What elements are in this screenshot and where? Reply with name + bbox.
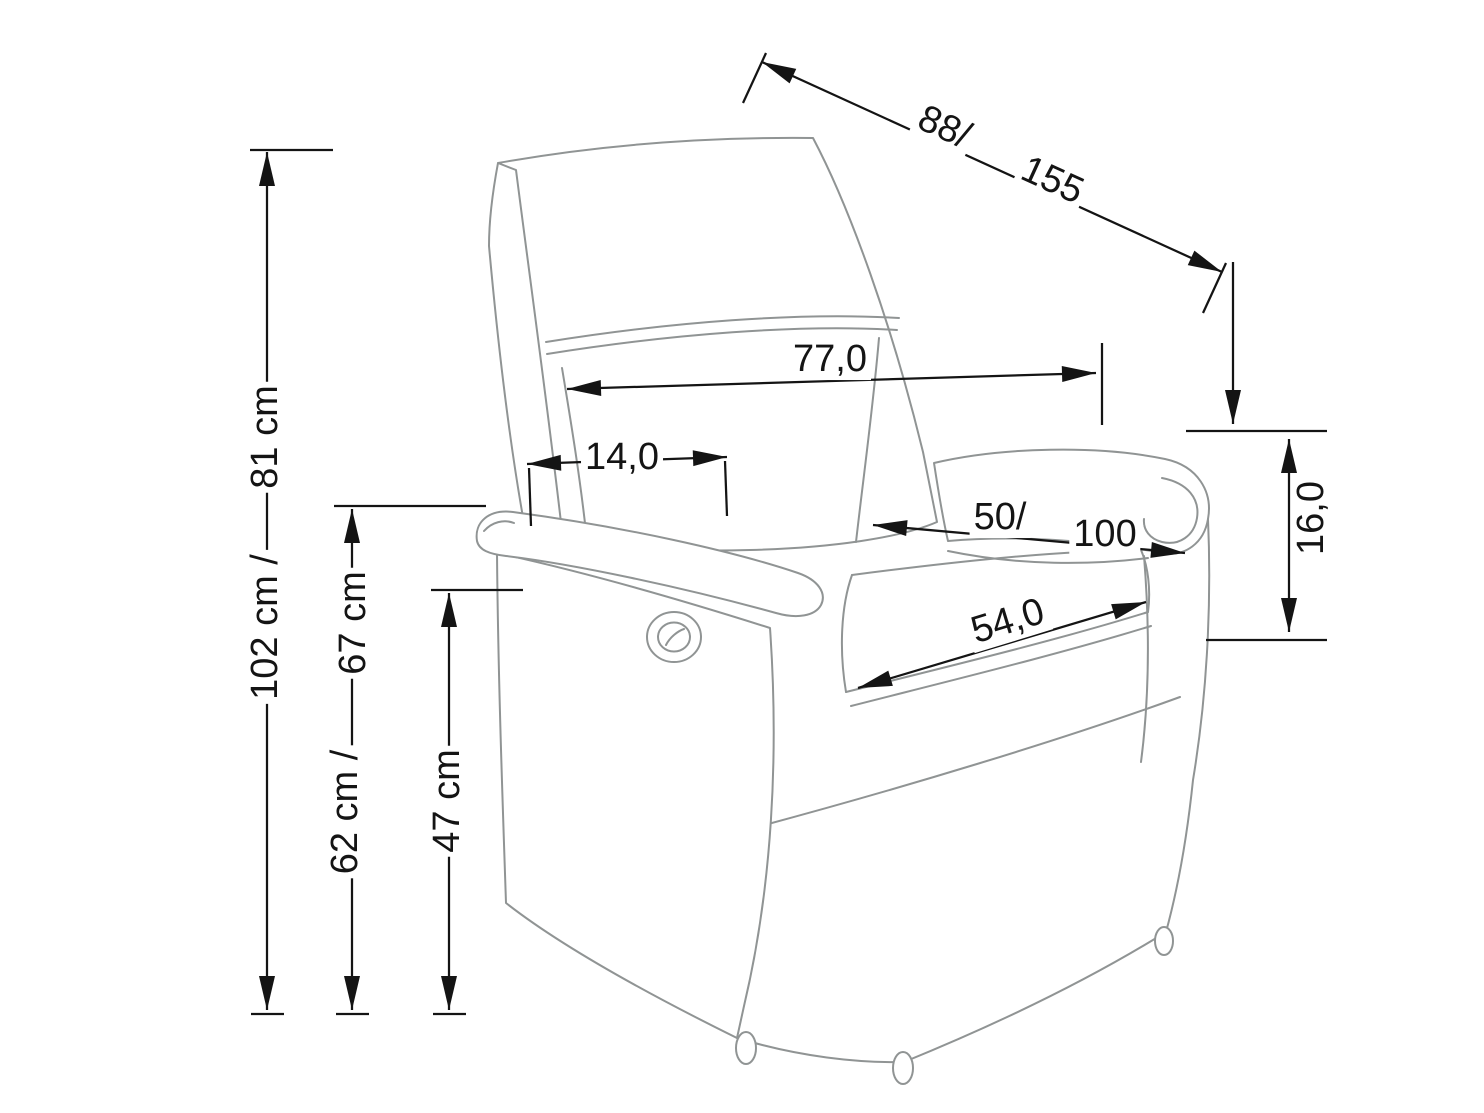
seat-left-edge bbox=[840, 574, 853, 693]
dim-total-depth-tick-start bbox=[741, 52, 768, 104]
power-button-slot bbox=[665, 628, 685, 646]
dim-total-depth-line bbox=[761, 60, 1223, 274]
left-armrest-pad bbox=[475, 510, 824, 618]
right-side-inner-edge bbox=[1140, 555, 1149, 763]
label-armrest-drop: 16,0 bbox=[1290, 477, 1332, 559]
power-button-inner bbox=[657, 621, 691, 653]
right-side-outer-edge bbox=[1165, 518, 1211, 933]
footrest-seam bbox=[756, 696, 1181, 828]
base-bottom-edge bbox=[736, 931, 1167, 1064]
headrest-seam-piping bbox=[546, 327, 898, 355]
foot-front-center bbox=[892, 1051, 914, 1085]
dim-backrest-side-tick-left bbox=[527, 467, 533, 527]
backrest-side-edge bbox=[488, 162, 525, 524]
label-backrest-width: 77,0 bbox=[789, 339, 871, 380]
lumbar-seam-right bbox=[855, 337, 880, 543]
backrest-panel bbox=[497, 136, 938, 552]
foot-front-left bbox=[735, 1031, 757, 1065]
left-side-panel bbox=[496, 552, 775, 1039]
power-button-outer bbox=[646, 611, 702, 663]
chair-drawing bbox=[475, 136, 1211, 1085]
label-seat-depth-100: 100 bbox=[1069, 514, 1141, 555]
label-armrest-67: 67 cm bbox=[332, 567, 374, 679]
dim-seat-width-line bbox=[857, 600, 1147, 690]
label-armrest-62: 62 cm / bbox=[324, 745, 366, 879]
foot-front-right bbox=[1154, 926, 1174, 956]
label-height-81: 81 cm bbox=[244, 381, 286, 493]
dim-total-depth-tick-end bbox=[1201, 262, 1228, 314]
dim-backrest-side-tick-right bbox=[723, 460, 729, 517]
headrest-seam bbox=[545, 315, 900, 343]
dim-backrest-width-line bbox=[566, 366, 1097, 396]
left-armrest-front-curl bbox=[483, 520, 515, 532]
label-seat-depth-50: 50/ bbox=[969, 497, 1031, 538]
label-height-102: 102 cm / bbox=[244, 550, 286, 704]
label-seat-height-47: 47 cm bbox=[426, 745, 468, 857]
label-backrest-side: 14,0 bbox=[581, 437, 663, 478]
